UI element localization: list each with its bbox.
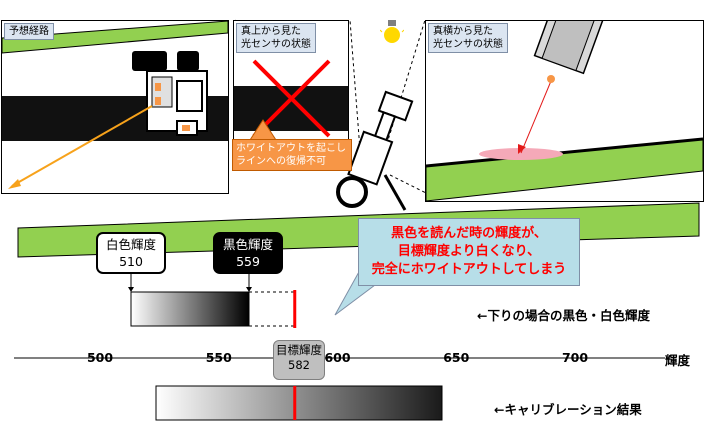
target-brightness-box: 目標輝度 582 [273,340,325,380]
path-scene [2,21,228,189]
side-view-scene [426,21,703,201]
downhill-range-gap [249,291,295,327]
side-view-panel: 真横から見た 光センサの状態 [425,20,704,202]
axis-tick-label: 700 [561,350,589,365]
axis-tick-label: 550 [205,350,232,365]
top-view-scene [234,59,348,138]
white-arrow-head [128,287,134,292]
axis-unit: 輝度 [665,353,691,368]
black-arrow-head [246,287,252,292]
black-brightness-value: 559 [236,254,260,269]
black-brightness-label: 黒色輝度 [222,237,273,252]
axis-tick-label: 650 [443,350,470,365]
top-view-panel: 真上から見た 光センサの状態 [233,20,349,142]
calibration-bar [155,385,443,421]
target-brightness-value: 582 [288,358,310,372]
white-brightness-box: 白色輝度 510 [96,232,166,274]
white-brightness-value: 510 [119,254,143,269]
light-bulb-icon [380,20,404,43]
calibration-caption: ←キャリブレーション結果 [494,402,642,417]
black-brightness-box: 黒色輝度 559 [213,232,283,274]
axis-tick-label: 600 [324,350,351,365]
path-panel-label: 予想経路 [4,23,54,40]
downhill-caption: ←下りの場合の黒色・白色輝度 [477,308,650,323]
white-brightness-label: 白色輝度 [105,237,156,252]
downhill-range-bar [130,291,250,327]
axis-tick-label: 500 [86,350,114,365]
note-pointer [249,119,277,140]
side-view-label: 真横から見た 光センサの状態 [428,23,508,53]
top-view-label: 真上から見た 光センサの状態 [236,23,316,53]
target-brightness-label: 目標輝度 [276,343,322,357]
robot-illustration [336,90,414,211]
path-panel: 予想経路 [1,20,229,194]
whiteout-note: ホワイトアウトを起こし ラインへの復帰不可 [232,139,352,171]
whiteout-callout: 黒色を読んだ時の輝度が、 目標輝度より白くなり、 完全にホワイトアウトしてしまう [358,218,580,286]
